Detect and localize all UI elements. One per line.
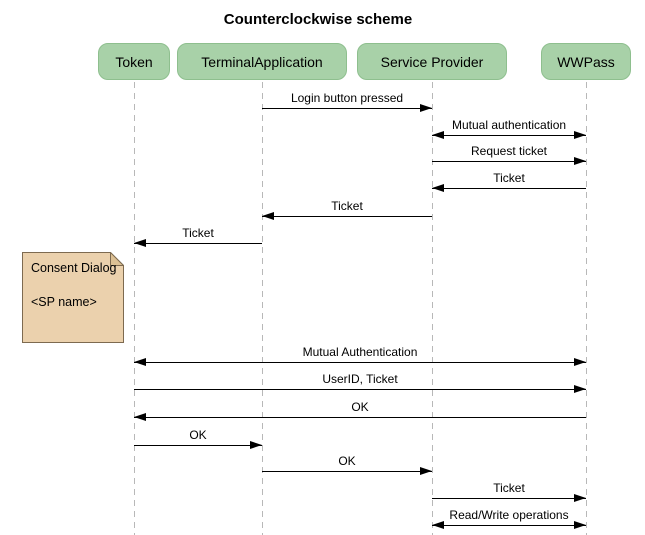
actor-wwpass: WWPass: [541, 43, 631, 80]
arrowhead: [134, 239, 146, 247]
arrowhead: [574, 385, 586, 393]
arrowhead: [574, 157, 586, 165]
message-line: [134, 389, 586, 390]
arrowhead: [574, 358, 586, 366]
message-line: [432, 135, 586, 136]
arrowhead: [420, 467, 432, 475]
actor-token: Token: [98, 43, 170, 80]
lifeline-token: [134, 82, 135, 535]
message-label: OK: [189, 428, 207, 442]
lifeline-wwpass: [586, 82, 587, 535]
arrowhead: [262, 212, 274, 220]
consent-dialog-note: Consent Dialog <SP name>: [22, 252, 124, 343]
arrowhead: [574, 521, 586, 529]
diagram-title: Counterclockwise scheme: [223, 11, 413, 28]
message-label: UserID, Ticket: [322, 372, 398, 386]
note-body-text: <SP name>: [31, 295, 97, 309]
message-label: OK: [351, 400, 369, 414]
arrowhead: [574, 131, 586, 139]
note-shape-icon: [22, 252, 124, 343]
message-label: Ticket: [493, 481, 525, 495]
message-line: [134, 243, 262, 244]
message-label: Mutual authentication: [451, 118, 567, 132]
message-line: [432, 525, 586, 526]
lifeline-terminalapplication: [262, 82, 263, 535]
message-label: Ticket: [182, 226, 214, 240]
actor-terminalapplication: TerminalApplication: [177, 43, 347, 80]
message-line: [134, 445, 262, 446]
actor-service-provider: Service Provider: [357, 43, 507, 80]
message-label: Read/Write operations: [449, 508, 569, 522]
message-line: [134, 362, 586, 363]
message-label: Request ticket: [470, 144, 548, 158]
arrowhead: [134, 358, 146, 366]
arrowhead: [432, 521, 444, 529]
message-label: Ticket: [331, 199, 363, 213]
arrowhead: [420, 104, 432, 112]
message-line: [432, 498, 586, 499]
arrowhead: [432, 184, 444, 192]
message-label: Login button pressed: [290, 91, 404, 105]
lifeline-service-provider: [432, 82, 433, 535]
message-line: [262, 108, 432, 109]
message-line: [432, 161, 586, 162]
message-line: [262, 471, 432, 472]
message-label: OK: [338, 454, 356, 468]
note-title-text: Consent Dialog: [31, 261, 117, 275]
arrowhead: [432, 131, 444, 139]
message-line: [134, 417, 586, 418]
arrowhead: [250, 441, 262, 449]
message-label: Mutual Authentication: [302, 345, 418, 359]
message-label: Ticket: [493, 171, 525, 185]
message-line: [262, 216, 432, 217]
arrowhead: [574, 494, 586, 502]
message-line: [432, 188, 586, 189]
arrowhead: [134, 413, 146, 421]
